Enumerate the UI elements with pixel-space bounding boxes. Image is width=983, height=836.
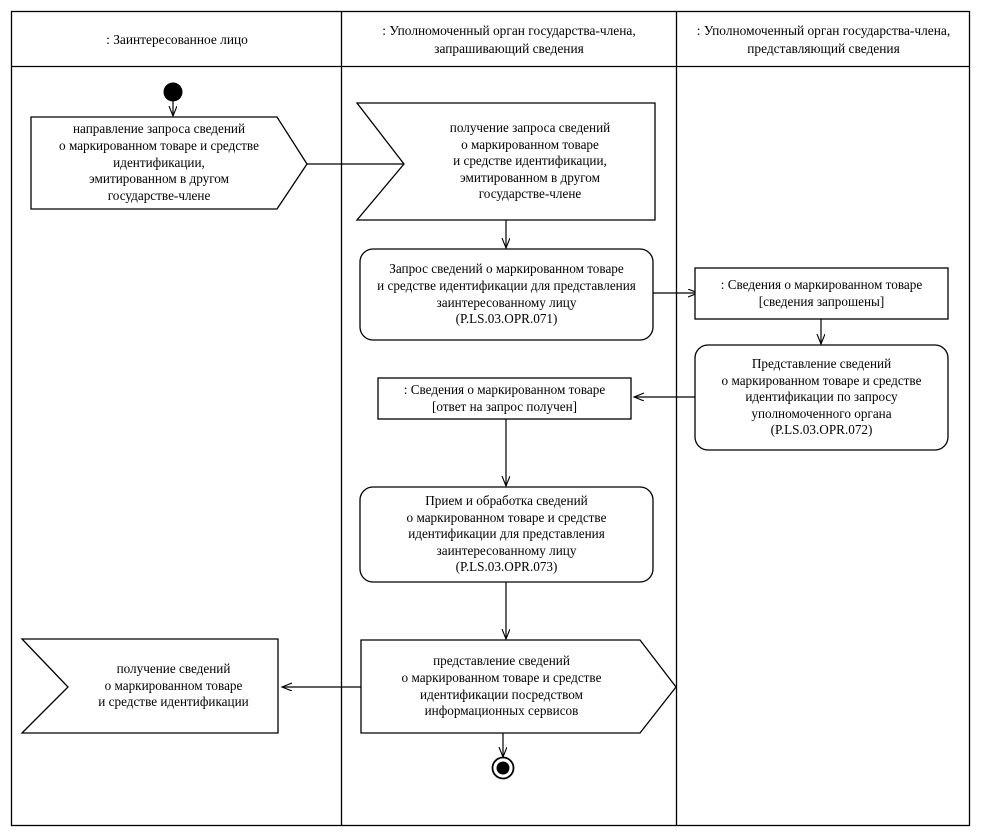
send-request-node (30, 116, 308, 210)
start-node (163, 82, 183, 117)
lane-title-requesting-authority: : Уполномоченный орган государства-члена… (382, 23, 636, 56)
activity-opr-071 (359, 248, 654, 341)
end-node (491, 756, 515, 780)
lane-title-interested-party: : Заинтересованное лицо (106, 31, 248, 47)
receive-info-node (20, 638, 279, 734)
receive-request-node (355, 102, 656, 221)
activity-opr-073 (359, 486, 654, 583)
swimlane-frame (10, 10, 971, 827)
send-info-node (360, 639, 677, 734)
activity-opr-072 (694, 344, 949, 451)
lane-title-providing-authority: : Уполномоченный орган государства-члена… (696, 23, 951, 56)
object-info-requested (694, 267, 949, 320)
object-response-received (377, 377, 632, 420)
